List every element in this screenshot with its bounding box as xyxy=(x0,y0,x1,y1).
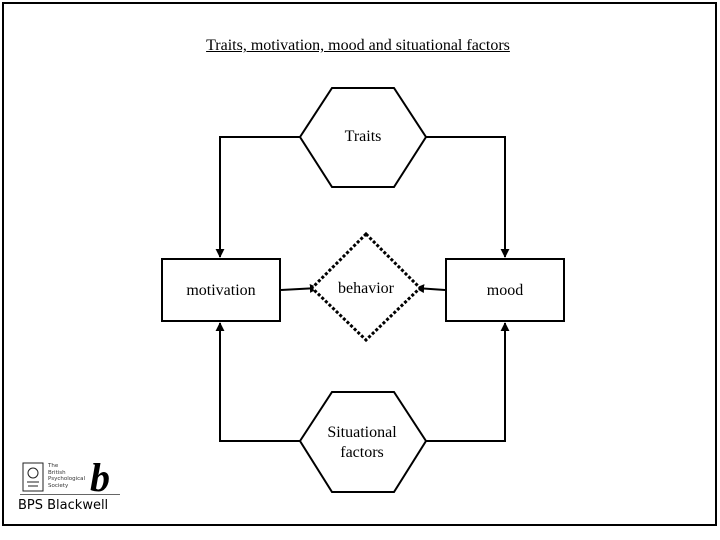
society-line: British xyxy=(48,469,66,476)
node-traits-hexagon xyxy=(298,87,428,188)
node-mood-label: mood xyxy=(486,282,524,299)
edge-traits-motivation xyxy=(215,136,300,258)
publisher-name: BPS Blackwell xyxy=(18,498,109,513)
society-line: Society xyxy=(48,482,69,489)
society-line: The xyxy=(48,463,59,469)
blackwell-b-mark: b xyxy=(90,455,110,500)
slide-title: Traits, motivation, mood and situational… xyxy=(206,37,510,54)
slide-border xyxy=(2,2,717,526)
bps-society-text: The British Psychological Society xyxy=(48,463,98,489)
node-situational-line2: factors xyxy=(340,444,384,461)
edge-situational-motivation xyxy=(215,322,300,442)
node-mood-box xyxy=(445,258,565,322)
edge-situational-mood xyxy=(426,322,510,442)
node-behavior-label: behavior xyxy=(338,280,394,297)
bps-blackwell-logo: The British Psychological Society b BPS … xyxy=(16,455,124,520)
node-motivation-box xyxy=(161,258,281,322)
bps-crest-icon xyxy=(22,462,44,492)
node-situational-label: Situational factors xyxy=(310,423,414,463)
society-line: Psychological xyxy=(48,476,86,482)
node-situational-line1: Situational xyxy=(327,424,397,441)
node-motivation-label: motivation xyxy=(186,282,256,299)
node-behavior-diamond xyxy=(309,231,423,343)
logo-divider xyxy=(20,494,120,495)
node-traits-label: Traits xyxy=(344,128,382,145)
edge-traits-mood xyxy=(426,136,510,258)
node-situational-hexagon xyxy=(298,391,428,493)
